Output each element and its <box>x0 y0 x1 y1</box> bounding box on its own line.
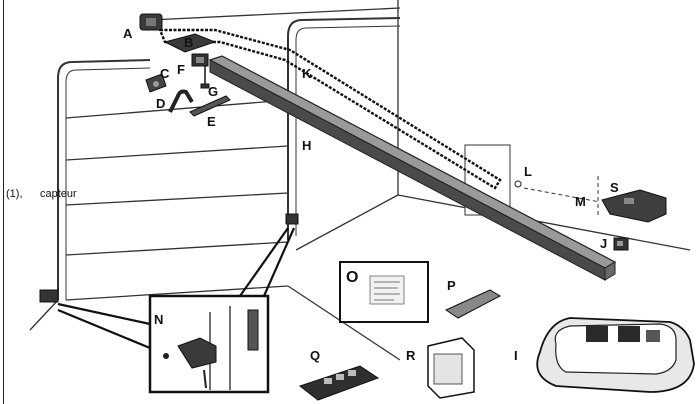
part-s-mounting-plate <box>601 189 667 223</box>
part-f-trolley-bracket <box>191 53 209 67</box>
part-i-motor-unit <box>536 317 695 393</box>
part-j-bracket <box>613 237 629 251</box>
label-k: K <box>302 66 312 81</box>
label-n: N <box>154 312 163 327</box>
part-l-screw <box>514 180 522 188</box>
label-b: B <box>184 35 193 50</box>
rail <box>208 55 617 281</box>
label-a: A <box>123 26 133 41</box>
label-i: I <box>514 348 518 363</box>
safety-sensor-right <box>285 213 299 225</box>
part-e-straight-arm <box>189 95 231 117</box>
label-l: L <box>524 164 532 179</box>
label-c: C <box>160 66 170 81</box>
label-h: H <box>302 138 311 153</box>
label-d: D <box>156 96 165 111</box>
callout-lines-n <box>57 227 296 350</box>
part-b-trolley <box>163 33 217 53</box>
label-q: Q <box>310 348 320 363</box>
label-e: E <box>207 114 216 129</box>
label-p: P <box>447 278 456 293</box>
part-p-release-tag <box>444 289 502 319</box>
label-j: J <box>600 236 607 251</box>
label-m: M <box>575 194 586 209</box>
chain <box>158 28 502 190</box>
side-caption-word: capteur <box>40 188 77 200</box>
label-o: O <box>346 269 358 286</box>
part-d-curved-arm <box>168 89 194 113</box>
label-s: S <box>610 180 619 195</box>
part-r-wall-console <box>427 337 475 399</box>
label-r: R <box>406 348 416 363</box>
part-m-dashed-line <box>523 176 601 218</box>
part-c-door-bracket <box>145 73 167 93</box>
part-q-remote <box>298 365 380 401</box>
safety-sensor-left <box>39 289 59 303</box>
inset-n-box <box>148 294 270 394</box>
side-caption-prefix: (1), <box>6 188 23 200</box>
part-a-header-bracket <box>139 13 163 31</box>
part-g-fastener <box>200 66 210 89</box>
label-f: F <box>177 62 185 77</box>
label-g: G <box>208 84 218 99</box>
part-o-manual <box>339 261 429 323</box>
left-frame-line <box>3 0 4 404</box>
